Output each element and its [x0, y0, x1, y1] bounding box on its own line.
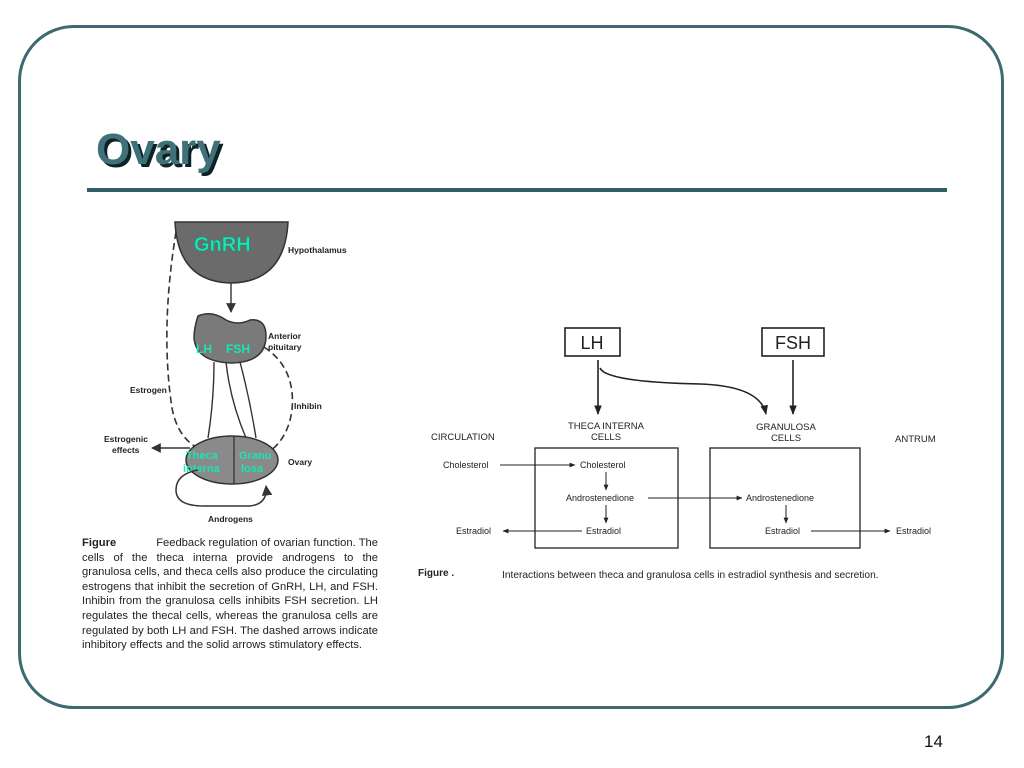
- lh-stimulatory-line: [207, 361, 215, 439]
- interaction-caption-label: Figure .: [418, 568, 454, 579]
- gnrh-label: GnRH: [194, 234, 251, 256]
- theca-header-2: CELLS: [591, 432, 621, 443]
- estradiol-theca: Estradiol: [586, 526, 621, 536]
- theca-label-1: Theca: [186, 450, 219, 462]
- feedback-caption-text: Feedback regulation of ovarian function.…: [82, 537, 378, 652]
- estradiol-granulosa: Estradiol: [765, 526, 800, 536]
- circulation-label: CIRCULATION: [431, 432, 495, 443]
- granulosa-header-1: GRANULOSA: [756, 422, 816, 433]
- theca-header-1: THECA INTERNA: [568, 421, 645, 432]
- estrogenic-label-1: Estrogenic: [104, 434, 148, 444]
- estrogen-feedback-path: [166, 231, 203, 451]
- androstenedione-theca: Androstenedione: [566, 493, 634, 503]
- interaction-caption-text: Interactions between theca and granulosa…: [502, 570, 879, 581]
- lh-box: [564, 327, 621, 357]
- slide-title: Ovary: [96, 125, 221, 174]
- pituitary-lh-label: LH: [196, 342, 212, 356]
- estrogenic-label-2: effects: [112, 445, 140, 455]
- pituitary-fsh-label: FSH: [226, 342, 250, 356]
- antrum-label: ANTRUM: [895, 434, 936, 445]
- androgens-label: Androgens: [208, 514, 253, 524]
- feedback-caption-label: Figure: [82, 537, 117, 549]
- estradiol-antrum: Estradiol: [896, 526, 931, 536]
- estrogen-label: Estrogen: [130, 385, 167, 395]
- anterior-label: Anterior: [268, 331, 302, 341]
- fsh-box: [761, 327, 825, 357]
- hypothalamus-shape: [174, 221, 289, 284]
- androstenedione-granulosa: Androstenedione: [746, 493, 814, 503]
- granulosa-header-2: CELLS: [771, 433, 801, 444]
- fsh-box-label: FSH: [775, 333, 811, 353]
- estradiol-circulation: Estradiol: [456, 526, 491, 536]
- cholesterol-circulation: Cholesterol: [443, 460, 489, 470]
- pituitary-shape: [193, 313, 267, 364]
- pituitary-label: pituitary: [268, 342, 302, 352]
- cholesterol-theca: Cholesterol: [580, 460, 626, 470]
- inhibin-label: Inhibin: [294, 401, 322, 411]
- fsh-stimulatory-line-2: [239, 361, 257, 439]
- theca-granulosa-diagram: LH FSH THECA INTERNA CELLS GRANULOSA CEL…: [418, 327, 936, 581]
- ovary-label: Ovary: [288, 457, 312, 467]
- granulosa-label-2: losa: [241, 463, 264, 475]
- granulosa-label-1: Granu: [239, 450, 271, 462]
- lh-box-label: LH: [580, 333, 603, 353]
- title-divider: [87, 188, 947, 192]
- fsh-stimulatory-line-1: [225, 361, 247, 439]
- feedback-regulation-diagram: GnRH Hypothalamus LH FSH Anterior pituit…: [104, 221, 347, 524]
- lh-to-granulosa-arrow: [599, 367, 768, 415]
- hypothalamus-label: Hypothalamus: [288, 245, 347, 255]
- page-number: 14: [924, 732, 943, 751]
- androgens-path: [175, 469, 273, 507]
- slide-frame: [18, 25, 1004, 709]
- inhibin-feedback-path: [263, 346, 294, 455]
- ovary-shape: [185, 435, 279, 485]
